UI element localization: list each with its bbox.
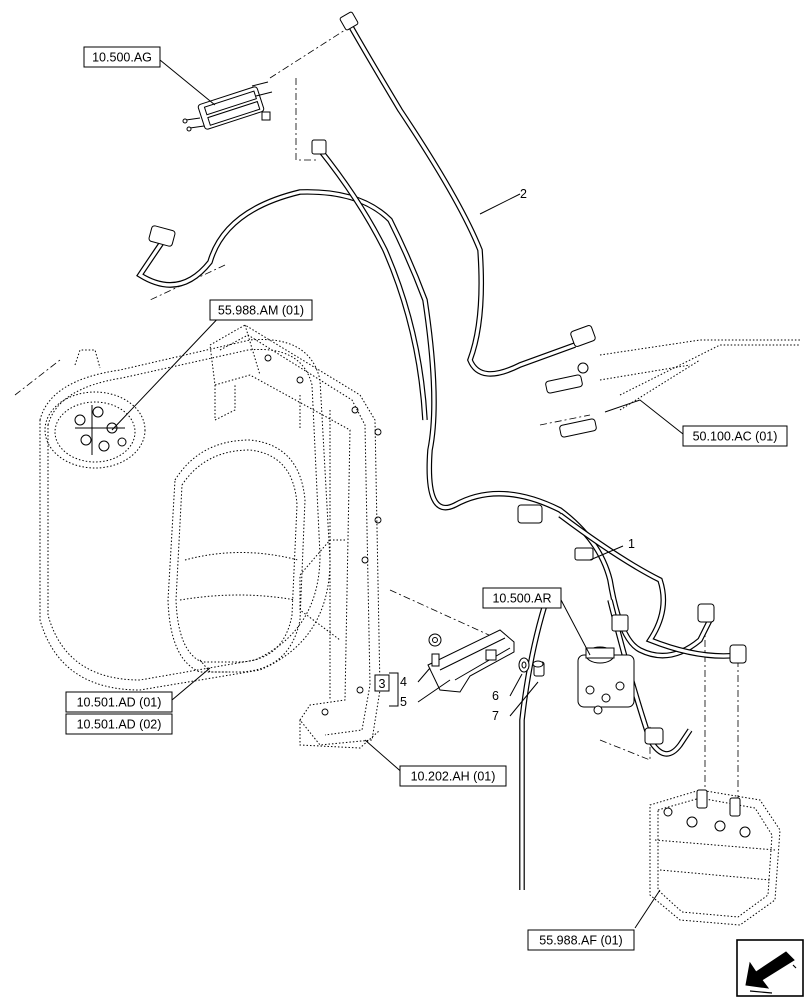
projection-lines bbox=[14, 29, 800, 805]
ref-label-10-501-ad-02: 10.501.AD (02) bbox=[77, 718, 162, 732]
hose-1 bbox=[136, 139, 747, 757]
item-number-4: 4 bbox=[400, 675, 407, 689]
ref-label-10-202-ah: 10.202.AH (01) bbox=[411, 770, 496, 784]
ref-box-10-500-ar[interactable]: 10.500.AR bbox=[482, 587, 562, 609]
tube bbox=[519, 594, 551, 890]
hose-2 bbox=[339, 11, 596, 377]
ref-box-10-501-ad-01[interactable]: 10.501.AD (01) bbox=[65, 691, 173, 713]
item-number-3: 3 bbox=[379, 677, 386, 691]
item-number-3-box bbox=[374, 674, 390, 692]
ref-box-10-501-ad-02[interactable]: 10.501.AD (02) bbox=[65, 713, 173, 735]
ref-label-50-100-ac: 50.100.AC (01) bbox=[693, 430, 778, 444]
ref-box-55-988-am[interactable]: 55.988.AM (01) bbox=[209, 299, 313, 321]
valve-block-top bbox=[182, 81, 273, 132]
pump-unit bbox=[649, 789, 781, 926]
item-number-2: 2 bbox=[520, 187, 527, 201]
hydraulic-tank bbox=[39, 339, 331, 691]
ref-label-10-500-ar: 10.500.AR bbox=[492, 592, 551, 606]
ref-label-10-500-ag: 10.500.AG bbox=[92, 51, 152, 65]
ref-box-10-500-ag[interactable]: 10.500.AG bbox=[83, 46, 161, 68]
item-number-5: 5 bbox=[400, 695, 407, 709]
item-numbers: 1 2 3 4 5 6 7 bbox=[374, 187, 635, 723]
arrow-down-left-icon[interactable] bbox=[736, 939, 804, 997]
support-frame bbox=[209, 324, 382, 749]
ref-label-55-988-am: 55.988.AM (01) bbox=[218, 304, 304, 318]
ref-label-55-988-af: 55.988.AF (01) bbox=[539, 934, 622, 948]
connectors-right bbox=[545, 362, 597, 438]
item-number-6: 6 bbox=[492, 689, 499, 703]
ref-box-50-100-ac[interactable]: 50.100.AC (01) bbox=[682, 425, 788, 447]
ref-label-10-501-ad-01: 10.501.AD (01) bbox=[77, 696, 162, 710]
ref-box-55-988-af[interactable]: 55.988.AF (01) bbox=[527, 929, 635, 951]
reference-labels: 10.500.AG 55.988.AM (01) 50.100.AC (01) … bbox=[65, 46, 788, 951]
leader-lines bbox=[111, 59, 684, 929]
item-number-7: 7 bbox=[492, 709, 499, 723]
bracket-parts bbox=[427, 629, 545, 693]
ref-box-10-202-ah[interactable]: 10.202.AH (01) bbox=[399, 765, 507, 787]
valve-assembly bbox=[577, 646, 635, 715]
item-number-1: 1 bbox=[628, 537, 635, 551]
